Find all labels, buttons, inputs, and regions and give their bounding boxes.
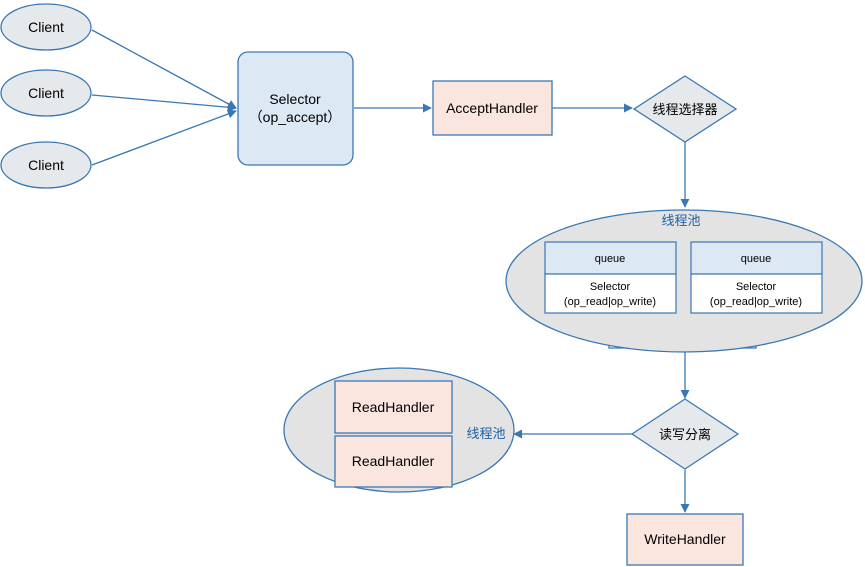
queue-label: queue: [595, 253, 626, 265]
arrow-client2-selector: [91, 94, 237, 112]
worker-selector-label: Selector: [590, 281, 631, 293]
thread-pool-top-label: 线程池: [661, 214, 700, 229]
arrow-client3-selector: [91, 109, 237, 166]
worker-selector-label: Selector: [736, 281, 777, 293]
worker-box-1: queue Selector (op_read|op_write): [544, 241, 677, 314]
write-handler-label: WriteHandler: [644, 531, 726, 547]
client-label: Client: [28, 157, 64, 173]
read-handler-1: ReadHandler: [334, 380, 453, 434]
accept-handler-label: AcceptHandler: [446, 100, 538, 116]
selector-title: Selector: [269, 91, 321, 107]
write-handler-node: WriteHandler: [626, 513, 744, 566]
selector-node: Selector （op_accept）: [237, 51, 354, 166]
client-node-2: Client: [0, 69, 92, 117]
client-node-1: Client: [0, 3, 92, 51]
thread-pool-top: 线程池 queue Selector (op_read|op_write) qu…: [505, 209, 863, 353]
thread-selector-label: 线程选择器: [652, 102, 717, 117]
client-label: Client: [28, 19, 64, 35]
read-write-split-decision: 读写分离: [630, 398, 740, 470]
client-label: Client: [28, 85, 64, 101]
client-node-3: Client: [0, 141, 92, 189]
thread-pool-bottom-label: 线程池: [466, 427, 505, 442]
queue-label: queue: [741, 253, 772, 265]
arrow-client1-selector: [91, 29, 237, 109]
worker-selector-ops: (op_read|op_write): [710, 296, 802, 308]
worker-selector-ops: (op_read|op_write): [564, 296, 656, 308]
read-handler-label: ReadHandler: [352, 453, 435, 469]
read-handler-label: ReadHandler: [352, 399, 435, 415]
accept-handler-node: AcceptHandler: [432, 80, 553, 136]
read-write-split-label: 读写分离: [659, 427, 711, 442]
worker-box-2: queue Selector (op_read|op_write): [690, 241, 823, 314]
thread-selector-decision: 线程选择器: [632, 75, 738, 143]
read-handler-2: ReadHandler: [334, 435, 453, 488]
selector-op-accept: （op_accept）: [249, 109, 342, 125]
thread-pool-bottom: ReadHandler ReadHandler 线程池: [283, 367, 515, 493]
